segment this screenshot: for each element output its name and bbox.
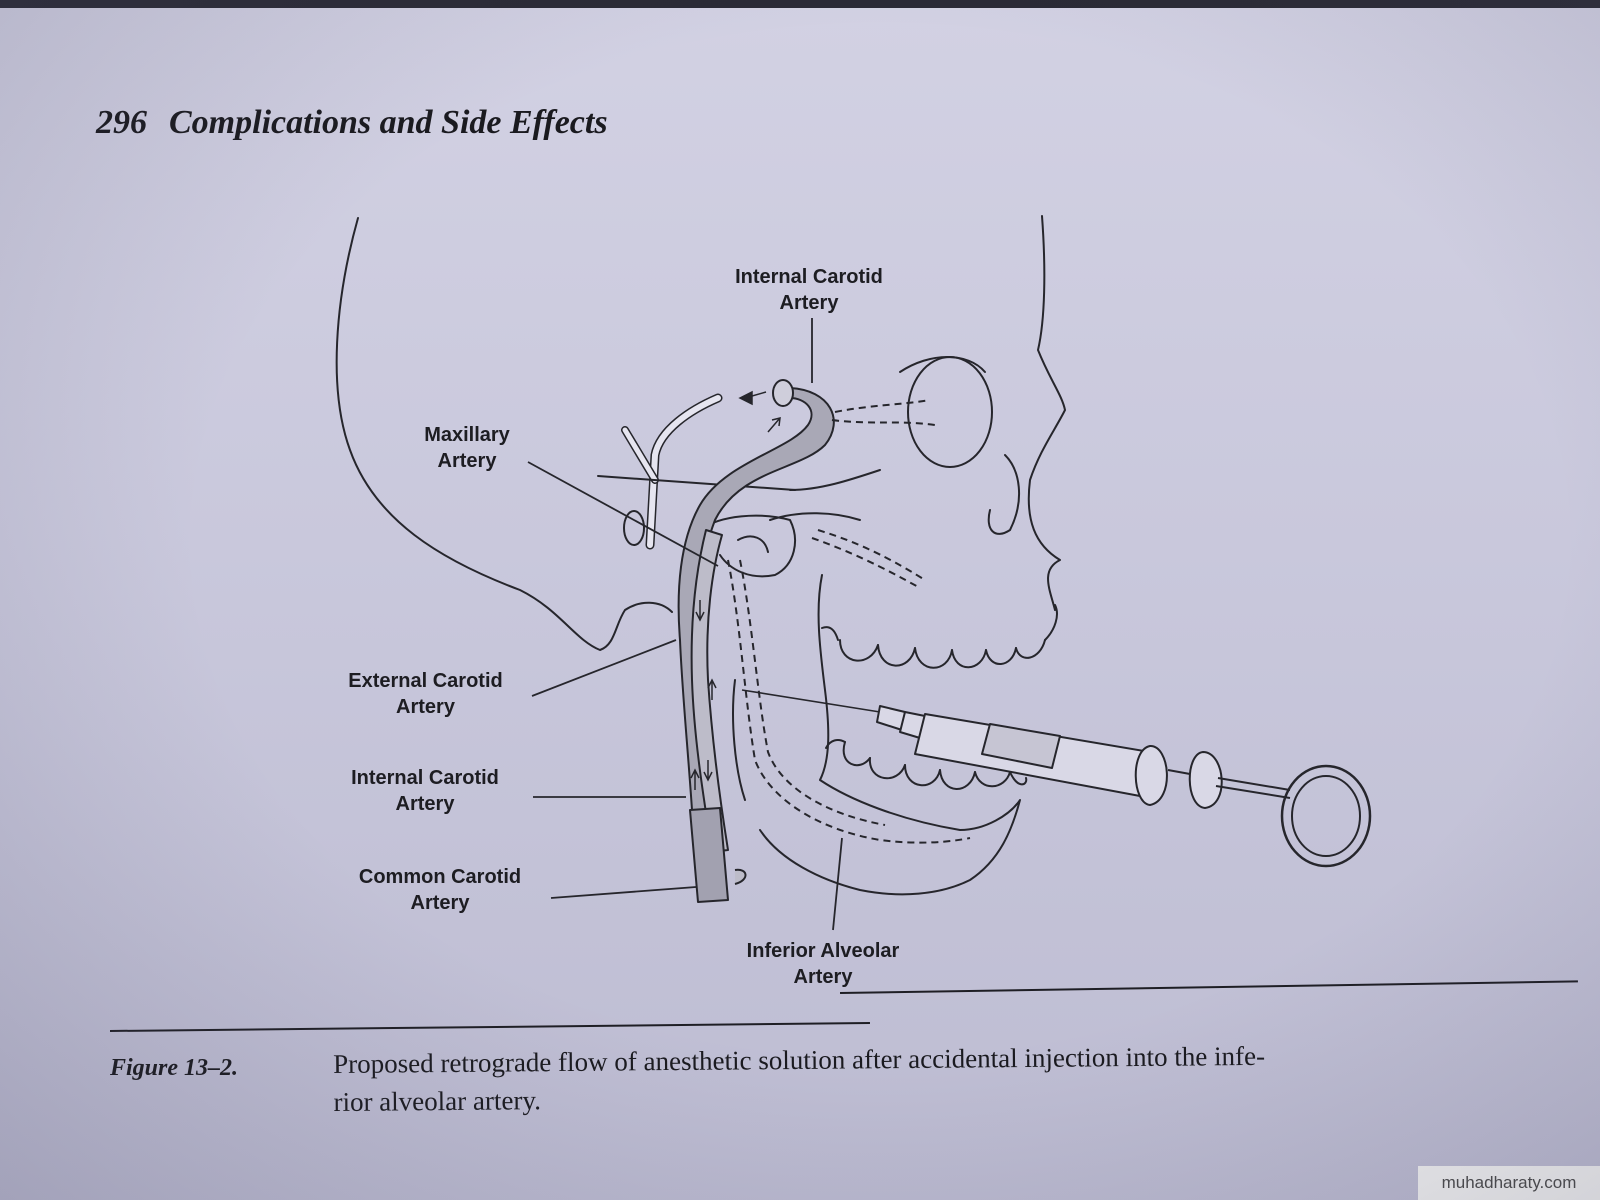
leader-common-carotid xyxy=(550,886,697,899)
upper-teeth xyxy=(821,604,1058,669)
common-carotid-vessel xyxy=(689,807,729,903)
book-page xyxy=(0,8,1600,1200)
leader-external-carotid xyxy=(531,639,677,697)
figure-caption-label: Figure 13–2. xyxy=(110,1055,239,1081)
ear-canal xyxy=(623,510,645,546)
nasal-aperture xyxy=(987,454,1021,535)
label-common-carotid: Common Carotid Artery xyxy=(358,866,522,914)
label-internal-carotid: Internal Carotid Artery xyxy=(351,767,499,815)
inferior-alveolar-dashed xyxy=(727,559,971,844)
label-maxillary-artery: Maxillary Artery xyxy=(424,424,510,472)
site-watermark: muhadharaty.com xyxy=(1418,1166,1600,1200)
flow-arrow-icon xyxy=(738,390,753,406)
page-number: 296 xyxy=(96,104,147,141)
syringe xyxy=(741,689,1372,868)
label-inferior-alveolar: Inferior Alveolar Artery xyxy=(746,940,900,988)
skull-outline xyxy=(335,217,673,651)
chapter-title: Complications and Side Effects xyxy=(169,104,608,141)
running-head: 296 Complications and Side Effects xyxy=(96,104,608,142)
photo-dark-edge xyxy=(0,0,1600,8)
syringe-plunger xyxy=(1217,777,1291,791)
label-external-carotid: External Carotid Artery xyxy=(348,670,503,718)
ophthalmic-dashed xyxy=(834,399,931,413)
eye-orbit xyxy=(907,356,993,468)
lower-teeth xyxy=(825,739,1028,790)
leader-inferior-alveolar xyxy=(832,837,843,931)
leader-maxillary xyxy=(527,461,719,567)
syringe-thumb-ring xyxy=(1280,764,1372,868)
label-internal-carotid-top: Internal Carotid Artery xyxy=(735,266,883,314)
forehead-outline xyxy=(1027,215,1066,611)
syringe-needle xyxy=(741,689,881,713)
mandible-outline xyxy=(759,574,1021,896)
figure-caption-text: Proposed retrograde flow of anesthetic s… xyxy=(333,1034,1544,1121)
